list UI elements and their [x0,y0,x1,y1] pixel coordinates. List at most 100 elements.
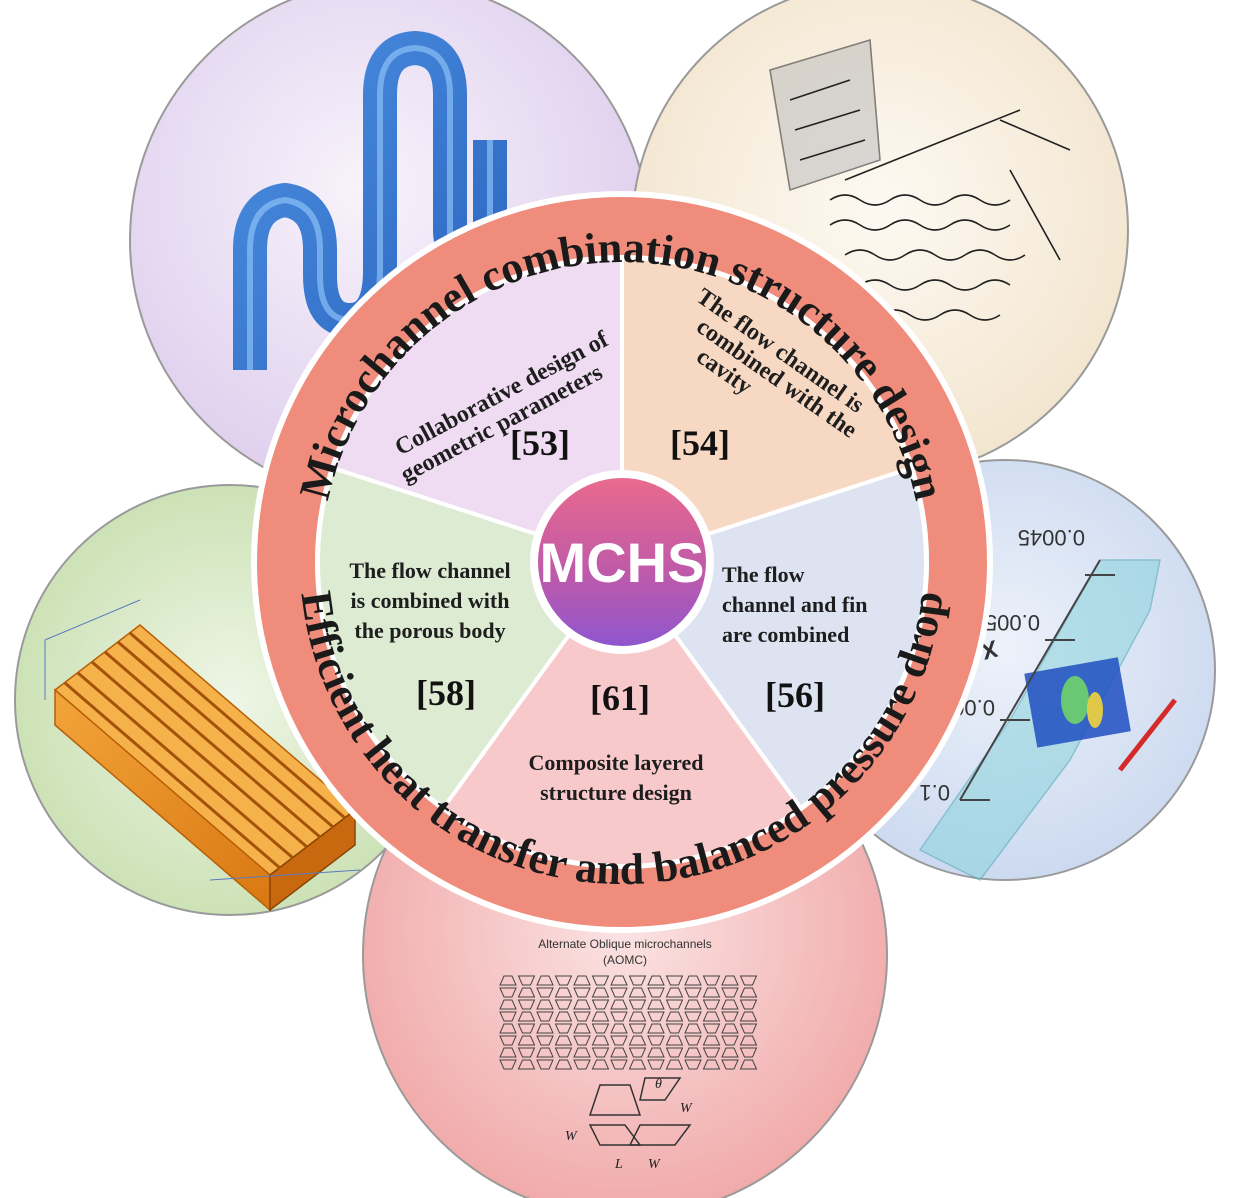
trapezoid-channel [517,1011,536,1022]
trapezoid-channel [647,1059,665,1070]
axis-tick-label: 0.005 [985,610,1040,635]
trapezoid-channel [591,975,610,986]
trapezoid-channel [536,999,554,1010]
trapezoid-channel [591,987,610,998]
porous-block-illustration [44,599,361,912]
trapezoid-channel [684,999,702,1010]
trapezoid-channel [610,1023,628,1034]
trapezoid-channel [591,1035,610,1046]
dimension-label: L [614,1157,623,1172]
trapezoid-channel [499,1035,517,1046]
trapezoid-channel [739,1047,758,1058]
trapezoid-channel [554,975,573,986]
trapezoid-channel [702,999,721,1010]
trapezoid-channel [499,975,517,986]
trapezoid-channel [739,999,758,1010]
sector-s54 [620,255,914,565]
trapezoid-channel [628,975,647,986]
trapezoid-channel [739,987,758,998]
trapezoid-channel [536,1047,554,1058]
sector-reference: [54] [670,423,730,463]
trapezoid-channel [554,999,573,1010]
trapezoid-channel [702,1023,721,1034]
trapezoid-channel [739,975,758,986]
trapezoid-channel [684,1059,702,1070]
trapezoid-channel [499,1023,517,1034]
trapezoid-channel [499,1047,517,1058]
trapezoid-channel [721,1047,739,1058]
trapezoid-channel [665,1047,684,1058]
sector-description-line: is combined with [351,588,510,613]
trapezoid-channel [573,999,591,1010]
trapezoid-channel [665,1023,684,1034]
sector-reference: [61] [590,678,650,718]
dimension-label: W [648,1157,661,1172]
sector-reference: [53] [510,423,570,463]
trapezoid-channel [517,1047,536,1058]
trapezoid-channel [591,1059,610,1070]
dimension-label: θ [655,1077,662,1092]
trapezoid-channel [499,999,517,1010]
trapezoid-channel [573,1011,591,1022]
cavity-channel-illustration [769,38,1071,321]
trapezoid-channel [684,975,702,986]
trapezoid-channel [721,1059,739,1070]
trapezoid-channel [610,1059,628,1070]
trapezoid-channel [665,1011,684,1022]
trapezoid-channel [647,975,665,986]
sector-description-line: structure design [540,780,692,805]
trapezoid-channel [739,1035,758,1046]
trapezoid-channel [499,1059,517,1070]
trapezoid-channel [591,1011,610,1022]
trapezoid-channel [684,987,702,998]
center-hub: MCHS [530,470,714,654]
trapezoid-channel [665,975,684,986]
trapezoid-channel [536,975,554,986]
trapezoid-channel [573,1035,591,1046]
sector-reference: [56] [765,675,825,715]
trapezoid-channel [536,1023,554,1034]
trapezoid-channel [573,1023,591,1034]
trapezoid-channel [702,987,721,998]
trapezoid-channel [684,1023,702,1034]
trapezoid-channel [554,1035,573,1046]
trapezoid-channel [684,1035,702,1046]
trapezoid-channel [721,999,739,1010]
trapezoid-channel [517,1035,536,1046]
trapezoid-channel [628,987,647,998]
trapezoid-channel [610,987,628,998]
sector-text-s56: The flow channel and fin are combined [56] [722,562,868,715]
trapezoid-channel [573,1059,591,1070]
trapezoid-channel [554,987,573,998]
ring-white-edge [251,191,993,933]
dimension-label: W [680,1101,693,1116]
trapezoid-channel [739,1059,758,1070]
trapezoid-channel [628,1059,647,1070]
trapezoid-channel [739,1023,758,1034]
trapezoid-channel [684,1047,702,1058]
trapezoid-channel [499,987,517,998]
trapezoid-channel [665,999,684,1010]
trapezoid-channel [647,1035,665,1046]
trapezoid-channel [499,1011,517,1022]
trapezoid-channel [628,999,647,1010]
trapezoid-channel [721,987,739,998]
trapezoid-channel-array [499,975,758,1070]
sector-description-line: are combined [722,622,849,647]
trapezoid-channel [554,1011,573,1022]
sector-description-line: The flow [722,562,805,587]
ring-band [257,197,987,927]
sector-description-line: channel and fin [722,592,868,617]
fin-channel-illustration [918,559,1177,881]
trapezoid-channel [517,1059,536,1070]
sector-s53 [330,255,624,565]
trapezoid-channel [647,987,665,998]
trapezoid-channel [647,999,665,1010]
trapezoid-channel [591,1023,610,1034]
trapezoid-channel [554,1047,573,1058]
trapezoid-channel [591,999,610,1010]
trapezoid-channel [665,987,684,998]
trapezoid-channel [647,1023,665,1034]
